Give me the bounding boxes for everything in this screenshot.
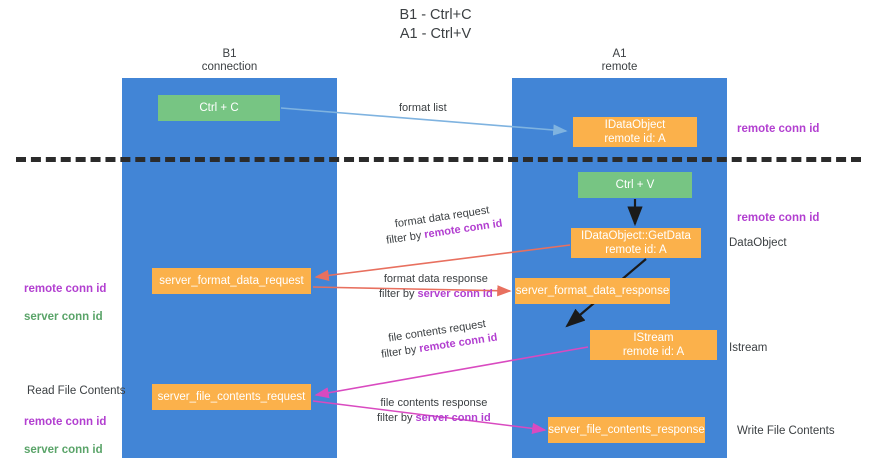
- node-server-file-contents-request[interactable]: server_file_contents_request: [152, 384, 311, 410]
- node-server-format-data-request[interactable]: server_format_data_request: [152, 268, 311, 294]
- node-istream[interactable]: IStream remote id: A: [590, 330, 717, 360]
- page-title: B1 - Ctrl+C A1 - Ctrl+V: [399, 7, 472, 42]
- note-read-file-contents: Read File Contents: [27, 385, 126, 397]
- note-dataobject: DataObject: [729, 237, 787, 249]
- phase-divider: [16, 157, 861, 162]
- node-idataobject[interactable]: IDataObject remote id: A: [573, 117, 697, 147]
- note-remote-conn-id-mid: remote conn id: [737, 212, 820, 224]
- edge-label-file-contents-request: file contents request filter by remote c…: [378, 316, 499, 363]
- edge-label-file-contents-response: file contents response filter by server …: [377, 396, 491, 426]
- edge-label-line1: format data response: [383, 273, 488, 285]
- edge-label-format-data-response: format data response filter by server co…: [379, 272, 493, 302]
- node-ctrl-c[interactable]: Ctrl + C: [158, 95, 280, 121]
- filter-by-prefix: filter by: [379, 288, 418, 300]
- node-ctrl-v[interactable]: Ctrl + V: [578, 172, 692, 198]
- edge-label-line2: filter by server conn id: [379, 287, 493, 302]
- filter-key: server conn id: [417, 288, 493, 300]
- edge-label-format-data-request: format data request filter by remote con…: [383, 202, 504, 249]
- edge-label-format-list: format list: [399, 102, 447, 114]
- node-server-file-contents-response[interactable]: server_file_contents_response: [548, 417, 705, 443]
- edge-label-line2: filter by server conn id: [377, 411, 491, 426]
- column-header-a1: A1 remote: [601, 48, 638, 73]
- note-write-file-contents: Write File Contents: [737, 425, 835, 437]
- filter-key: server conn id: [415, 412, 491, 424]
- column-header-b1: B1 connection: [201, 48, 258, 73]
- note-server-conn-id-2: server conn id: [24, 444, 103, 456]
- node-server-format-data-response[interactable]: server_format_data_response: [515, 278, 670, 304]
- note-conn-ids-upper: remote conn id server conn id: [24, 268, 106, 324]
- note-conn-ids-lower: remote conn id server conn id: [24, 401, 106, 457]
- note-remote-conn-id-1: remote conn id: [24, 283, 107, 295]
- note-istream: Istream: [729, 342, 768, 354]
- note-remote-conn-id-2: remote conn id: [24, 416, 107, 428]
- node-idataobject-getdata[interactable]: IDataObject::GetData remote id: A: [571, 228, 701, 258]
- note-remote-conn-id-top: remote conn id: [737, 123, 820, 135]
- note-server-conn-id-1: server conn id: [24, 311, 103, 323]
- filter-by-prefix: filter by: [377, 412, 416, 424]
- edge-label-line1: file contents response: [380, 397, 488, 409]
